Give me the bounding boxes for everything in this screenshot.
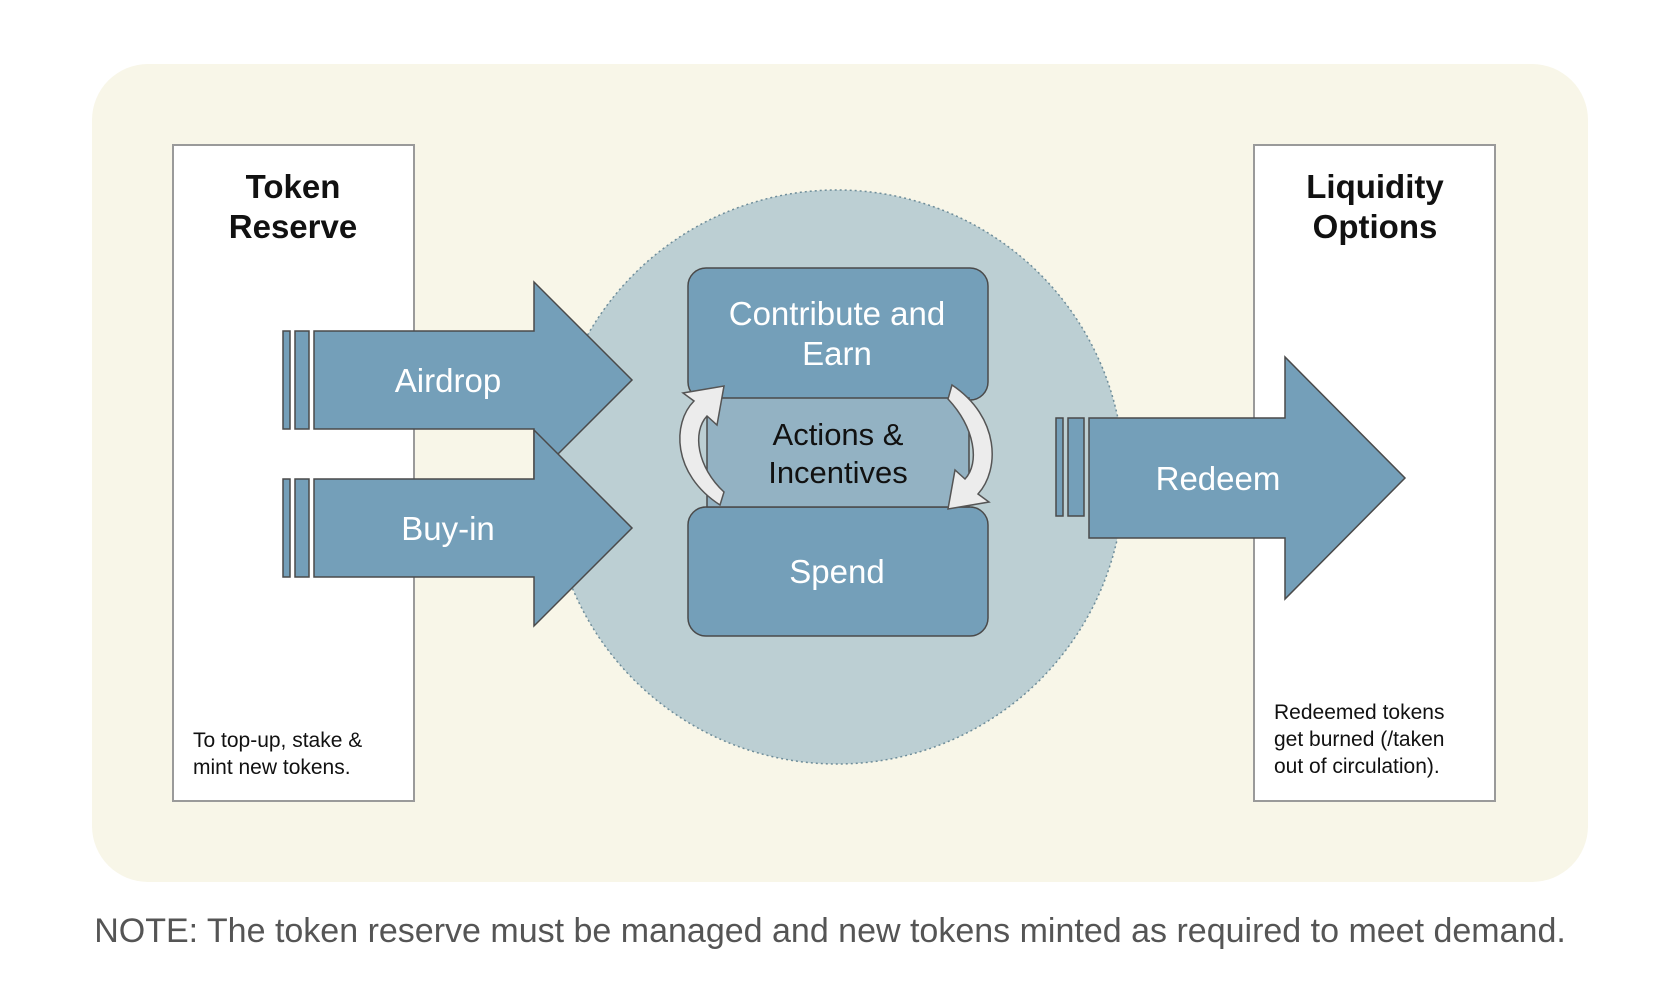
liquidity-options-title-line2: Options	[1313, 208, 1438, 245]
airdrop-label: Airdrop	[395, 362, 501, 399]
diagram-note: NOTE: The token reserve must be managed …	[94, 912, 1566, 950]
cycle-arrow-left-icon	[679, 385, 725, 507]
airdrop-arrow: Airdrop	[282, 280, 634, 480]
cycle-arrow-right-icon	[947, 383, 993, 510]
liquidity-options-footnote-line3: out of circulation).	[1274, 755, 1440, 778]
actions-incentives-label-line2: Incentives	[768, 455, 908, 490]
buy-in-arrow: Buy-in	[282, 428, 634, 628]
token-reserve-title-line1: Token	[246, 168, 341, 205]
token-reserve-box	[172, 144, 415, 802]
actions-incentives-label-line1: Actions &	[773, 417, 904, 452]
contribute-earn-label-line2: Earn	[802, 335, 872, 372]
liquidity-options-footnote-line1: Redeemed tokens	[1274, 701, 1444, 724]
redeem-label: Redeem	[1156, 460, 1281, 497]
redeem-arrow: Redeem	[1055, 355, 1407, 601]
liquidity-options-footnote-line2: get burned (/taken	[1274, 728, 1444, 751]
buy-in-label: Buy-in	[401, 510, 495, 547]
spend-label: Spend	[789, 553, 884, 590]
token-reserve-title-line2: Reserve	[229, 208, 357, 245]
contribute-earn-label-line1: Contribute and	[729, 295, 945, 332]
contribute-earn-block	[687, 267, 989, 401]
liquidity-options-title-line1: Liquidity	[1306, 168, 1444, 205]
actions-incentives-block	[706, 397, 970, 508]
token-reserve-footnote-line1: To top-up, stake &	[193, 729, 362, 752]
token-reserve-footnote-line2: mint new tokens.	[193, 756, 351, 779]
